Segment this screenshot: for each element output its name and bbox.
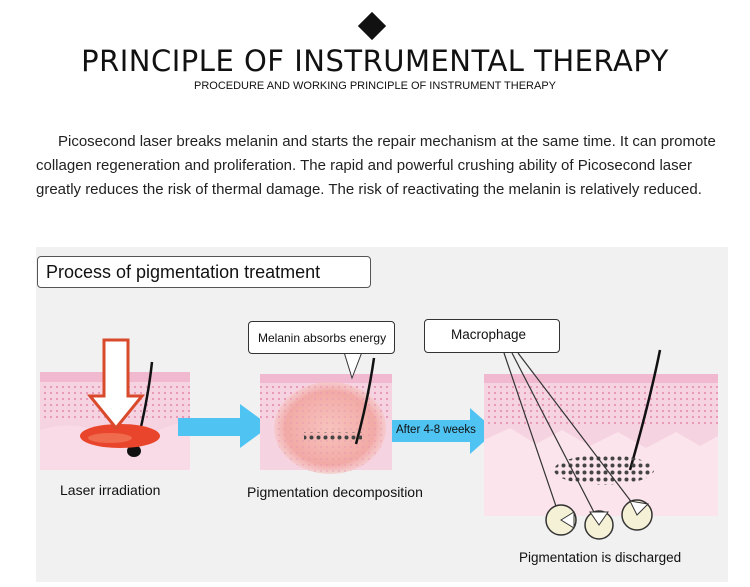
callout-text: Macrophage [451, 327, 527, 342]
stage-label-decomposition: Pigmentation decomposition [247, 484, 423, 500]
stage-label-laser-irradiation: Laser irradiation [60, 482, 161, 498]
transition-label: After 4-8 weeks [396, 424, 476, 436]
stage-label-discharge: Pigmentation is discharged [519, 550, 682, 565]
callout-melanin-absorbs-energy: Melanin absorbs energy [248, 321, 395, 354]
macrophage-icon [545, 499, 653, 540]
page-subtitle: PROCEDURE AND WORKING PRINCIPLE OF INSTR… [193, 80, 557, 92]
laser-arrow-icon [86, 338, 146, 431]
process-heading: Process of pigmentation treatment [37, 256, 371, 288]
hair-follicle-icon [628, 349, 662, 471]
callout-macrophage: Macrophage [424, 319, 560, 353]
melanin-cluster-icon [554, 455, 654, 485]
skin-block-discharge [484, 374, 718, 516]
callout-text: Melanin absorbs energy [258, 331, 387, 345]
page-title: PRINCIPLE OF INSTRUMENTAL THERAPY [81, 44, 669, 78]
transition-arrow-icon [392, 408, 496, 454]
description-paragraph: Picosecond laser breaks melanin and star… [36, 133, 716, 198]
process-arrow-icon [178, 404, 270, 448]
fragmented-melanin-icon [304, 432, 362, 442]
